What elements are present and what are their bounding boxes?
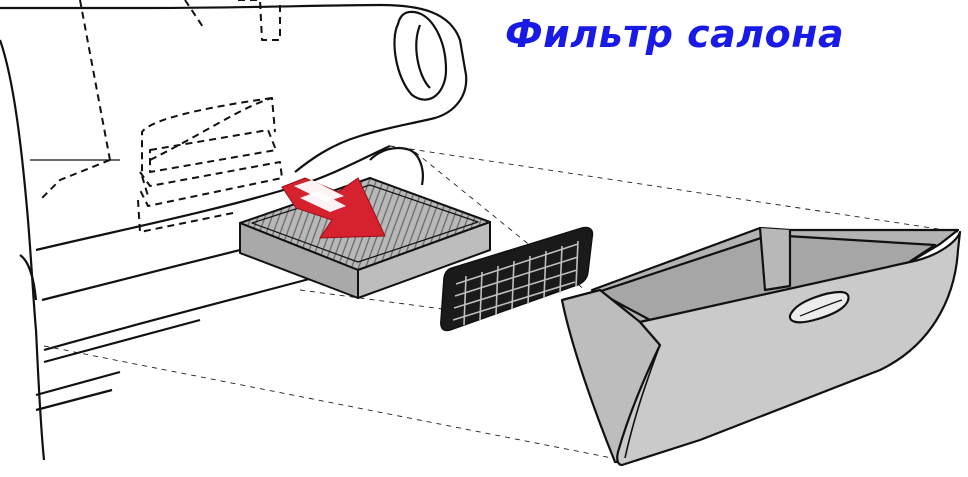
removal-arrow [281, 177, 386, 239]
diagram-title: Фильтр салона [505, 12, 845, 56]
dashboard-panel [0, 0, 468, 461]
filter-cover-grille [440, 226, 594, 332]
glove-box [560, 226, 962, 467]
